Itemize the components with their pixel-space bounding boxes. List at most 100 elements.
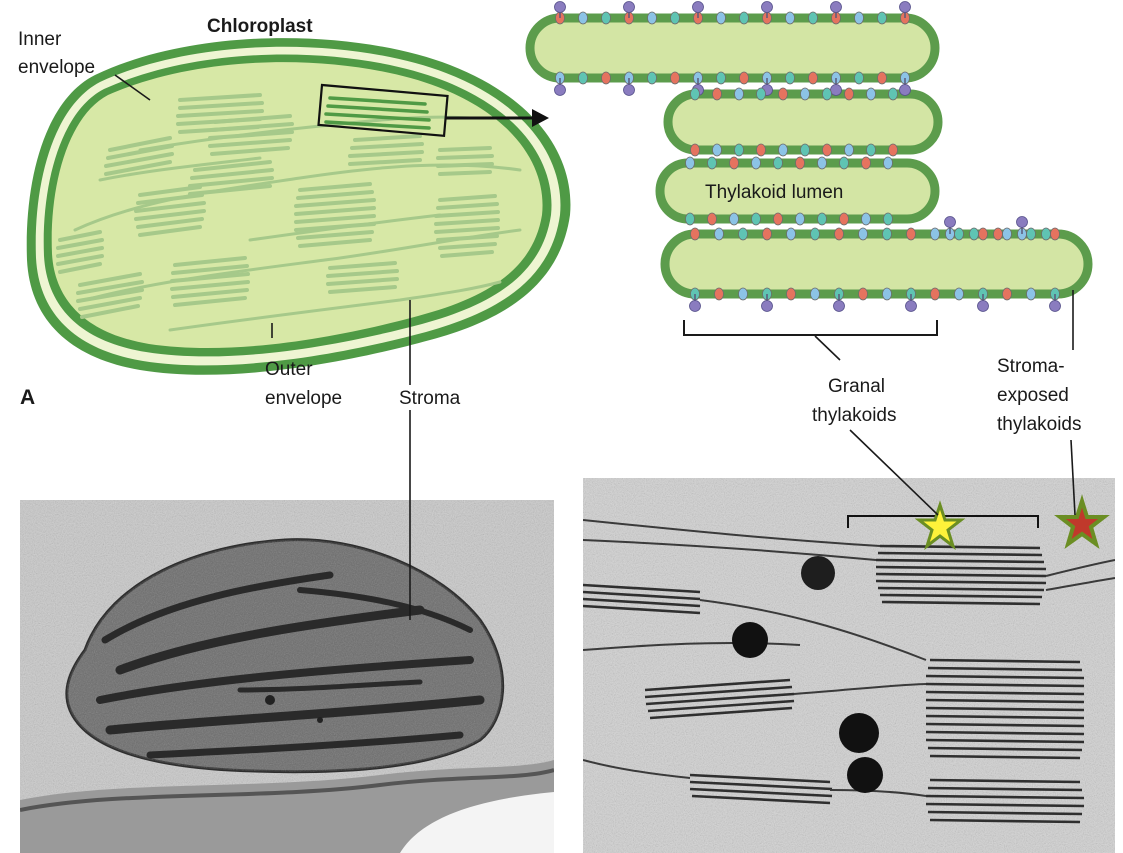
membrane-protein xyxy=(686,213,695,225)
membrane-protein xyxy=(809,72,818,84)
membrane-protein xyxy=(648,12,657,24)
membrane-protein xyxy=(889,144,898,156)
membrane-protein xyxy=(757,144,766,156)
membrane-protein xyxy=(1027,288,1036,300)
stroma-protein xyxy=(906,301,917,312)
membrane-protein xyxy=(811,228,820,240)
membrane-protein xyxy=(859,228,868,240)
membrane-protein xyxy=(739,228,748,240)
membrane-protein xyxy=(884,157,893,169)
plastoglobule xyxy=(732,622,768,658)
membrane-protein xyxy=(823,144,832,156)
membrane-protein xyxy=(579,12,588,24)
membrane-protein xyxy=(835,228,844,240)
thylakoid-diagram xyxy=(530,2,1088,312)
membrane-protein xyxy=(878,12,887,24)
membrane-protein xyxy=(796,213,805,225)
membrane-protein xyxy=(602,12,611,24)
stroma-protein xyxy=(762,301,773,312)
membrane-protein xyxy=(818,157,827,169)
outer-envelope-label-line1: Outer xyxy=(265,359,313,380)
membrane-protein xyxy=(931,288,940,300)
membrane-protein xyxy=(811,288,820,300)
membrane-protein xyxy=(818,213,827,225)
membrane-protein xyxy=(1003,228,1012,240)
membrane-protein xyxy=(779,144,788,156)
stroma-protein xyxy=(690,301,701,312)
membrane-protein xyxy=(884,213,893,225)
membrane-protein xyxy=(735,144,744,156)
thylakoid-disc xyxy=(668,94,938,150)
stroma-protein xyxy=(693,2,704,13)
membrane-protein xyxy=(867,88,876,100)
membrane-protein xyxy=(787,288,796,300)
inner-envelope-label-line2: envelope xyxy=(18,57,95,78)
stroma-protein xyxy=(624,2,635,13)
membrane-protein xyxy=(691,228,700,240)
granal-thylakoids-label-line2: thylakoids xyxy=(812,405,897,426)
thylakoid-disc xyxy=(665,234,1088,294)
thylakoid-lumen-label: Thylakoid lumen xyxy=(705,182,843,203)
membrane-protein xyxy=(1003,288,1012,300)
membrane-protein xyxy=(994,228,1003,240)
stroma-protein xyxy=(900,85,911,96)
membrane-protein xyxy=(715,288,724,300)
membrane-protein xyxy=(691,144,700,156)
membrane-protein xyxy=(883,288,892,300)
panel-a-label: A xyxy=(20,386,35,409)
stroma-protein xyxy=(945,217,956,228)
membrane-protein xyxy=(752,213,761,225)
membrane-protein xyxy=(671,72,680,84)
membrane-protein xyxy=(883,228,892,240)
membrane-protein xyxy=(786,12,795,24)
membrane-protein xyxy=(735,88,744,100)
membrane-protein xyxy=(671,12,680,24)
membrane-protein xyxy=(787,228,796,240)
membrane-protein xyxy=(686,157,695,169)
membrane-protein xyxy=(774,213,783,225)
stroma-protein xyxy=(834,301,845,312)
membrane-protein xyxy=(763,228,772,240)
stroma-exposed-label-line2: exposed xyxy=(997,385,1069,406)
membrane-protein xyxy=(970,228,979,240)
membrane-protein xyxy=(889,88,898,100)
membrane-protein xyxy=(715,228,724,240)
membrane-protein xyxy=(862,157,871,169)
membrane-protein xyxy=(809,12,818,24)
micrograph-chloroplast xyxy=(20,500,554,853)
membrane-protein xyxy=(979,228,988,240)
membrane-protein xyxy=(907,228,916,240)
plastoglobule xyxy=(801,556,835,590)
micrograph-thylakoids xyxy=(583,478,1115,853)
stroma-protein xyxy=(831,85,842,96)
chloroplast-diagram xyxy=(27,38,571,375)
membrane-protein xyxy=(713,88,722,100)
membrane-protein xyxy=(845,88,854,100)
membrane-protein xyxy=(823,88,832,100)
membrane-protein xyxy=(774,157,783,169)
outer-envelope-label-line2: envelope xyxy=(265,388,342,409)
membrane-protein xyxy=(730,157,739,169)
stroma-protein xyxy=(762,2,773,13)
membrane-protein xyxy=(796,157,805,169)
membrane-protein xyxy=(708,157,717,169)
stroma-protein xyxy=(831,2,842,13)
membrane-protein xyxy=(786,72,795,84)
stroma-label: Stroma xyxy=(399,388,461,409)
granal-thylakoids-label-line1: Granal xyxy=(828,376,885,397)
membrane-protein xyxy=(867,144,876,156)
membrane-protein xyxy=(713,144,722,156)
membrane-protein xyxy=(955,288,964,300)
membrane-protein xyxy=(1042,228,1051,240)
stroma-protein xyxy=(900,2,911,13)
membrane-protein xyxy=(740,72,749,84)
stroma-protein xyxy=(1017,217,1028,228)
membrane-protein xyxy=(648,72,657,84)
membrane-protein xyxy=(801,88,810,100)
membrane-protein xyxy=(878,72,887,84)
membrane-protein xyxy=(859,288,868,300)
stroma-protein xyxy=(1050,301,1061,312)
membrane-protein xyxy=(862,213,871,225)
membrane-protein xyxy=(602,72,611,84)
